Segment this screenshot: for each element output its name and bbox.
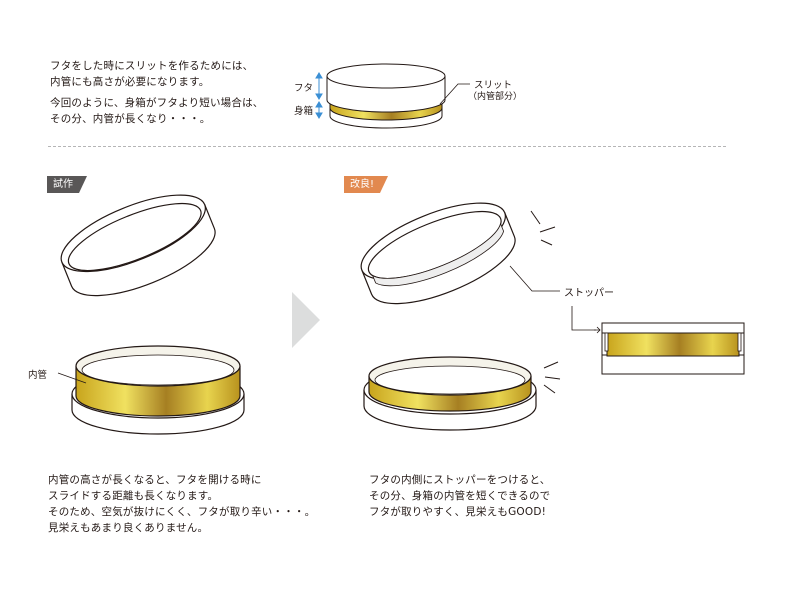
prototype-caption-2: スライドする距離も長くなります。: [48, 490, 219, 502]
improved-caption-3: フタが取りやすく、見栄えもGOOD!: [369, 506, 547, 518]
improved-base: [363, 356, 537, 431]
slit-label: スリット: [474, 80, 513, 91]
section-leader-line: [571, 306, 596, 331]
prototype-tag: 試作: [47, 176, 87, 193]
top-box-diagram: [326, 63, 446, 129]
motion-lines-lid: [530, 210, 556, 246]
inner-tube-leader: [57, 372, 87, 384]
improved-lid: [360, 202, 516, 305]
improved-caption-1: フタの内側にストッパーをつけると、: [369, 474, 551, 486]
lid-label: フタ: [294, 83, 314, 94]
prototype-caption-1: 内管の高さが長くなると、フタを開ける時に: [48, 474, 262, 486]
slit-leader-line: [439, 83, 470, 105]
height-arrows: [315, 72, 323, 119]
improved-caption-2: その分、身箱の内管を短くできるので: [369, 490, 551, 502]
prototype-base: [71, 345, 245, 435]
intro-line-2: 内管にも高さが必要になります。: [50, 76, 210, 88]
prototype-caption-3: そのため、空気が抜けにくく、フタが取り辛い・・・。: [48, 506, 316, 518]
slit-sub-label: （内管部分）: [468, 92, 523, 102]
next-arrow-icon: [292, 292, 320, 348]
section-divider: [48, 146, 726, 147]
motion-lines-base: [543, 361, 561, 394]
improved-tag: 改良!: [344, 176, 388, 193]
stopper-leader-line: [509, 265, 560, 292]
intro-line-3: 今回のように、身箱がフタより短い場合は、: [50, 97, 264, 109]
prototype-lid: [60, 194, 216, 297]
prototype-caption-4: 見栄えもあまり良くありません。: [48, 522, 209, 534]
intro-line-4: その分、内管が長くなり・・・。: [50, 113, 211, 125]
body-label: 身箱: [294, 106, 314, 117]
stopper-label: ストッパー: [564, 288, 614, 299]
cross-section-diagram: [601, 322, 745, 375]
intro-line-1: フタをした時にスリットを作るためには、: [50, 60, 254, 72]
inner-tube-label: 内管: [28, 370, 48, 381]
